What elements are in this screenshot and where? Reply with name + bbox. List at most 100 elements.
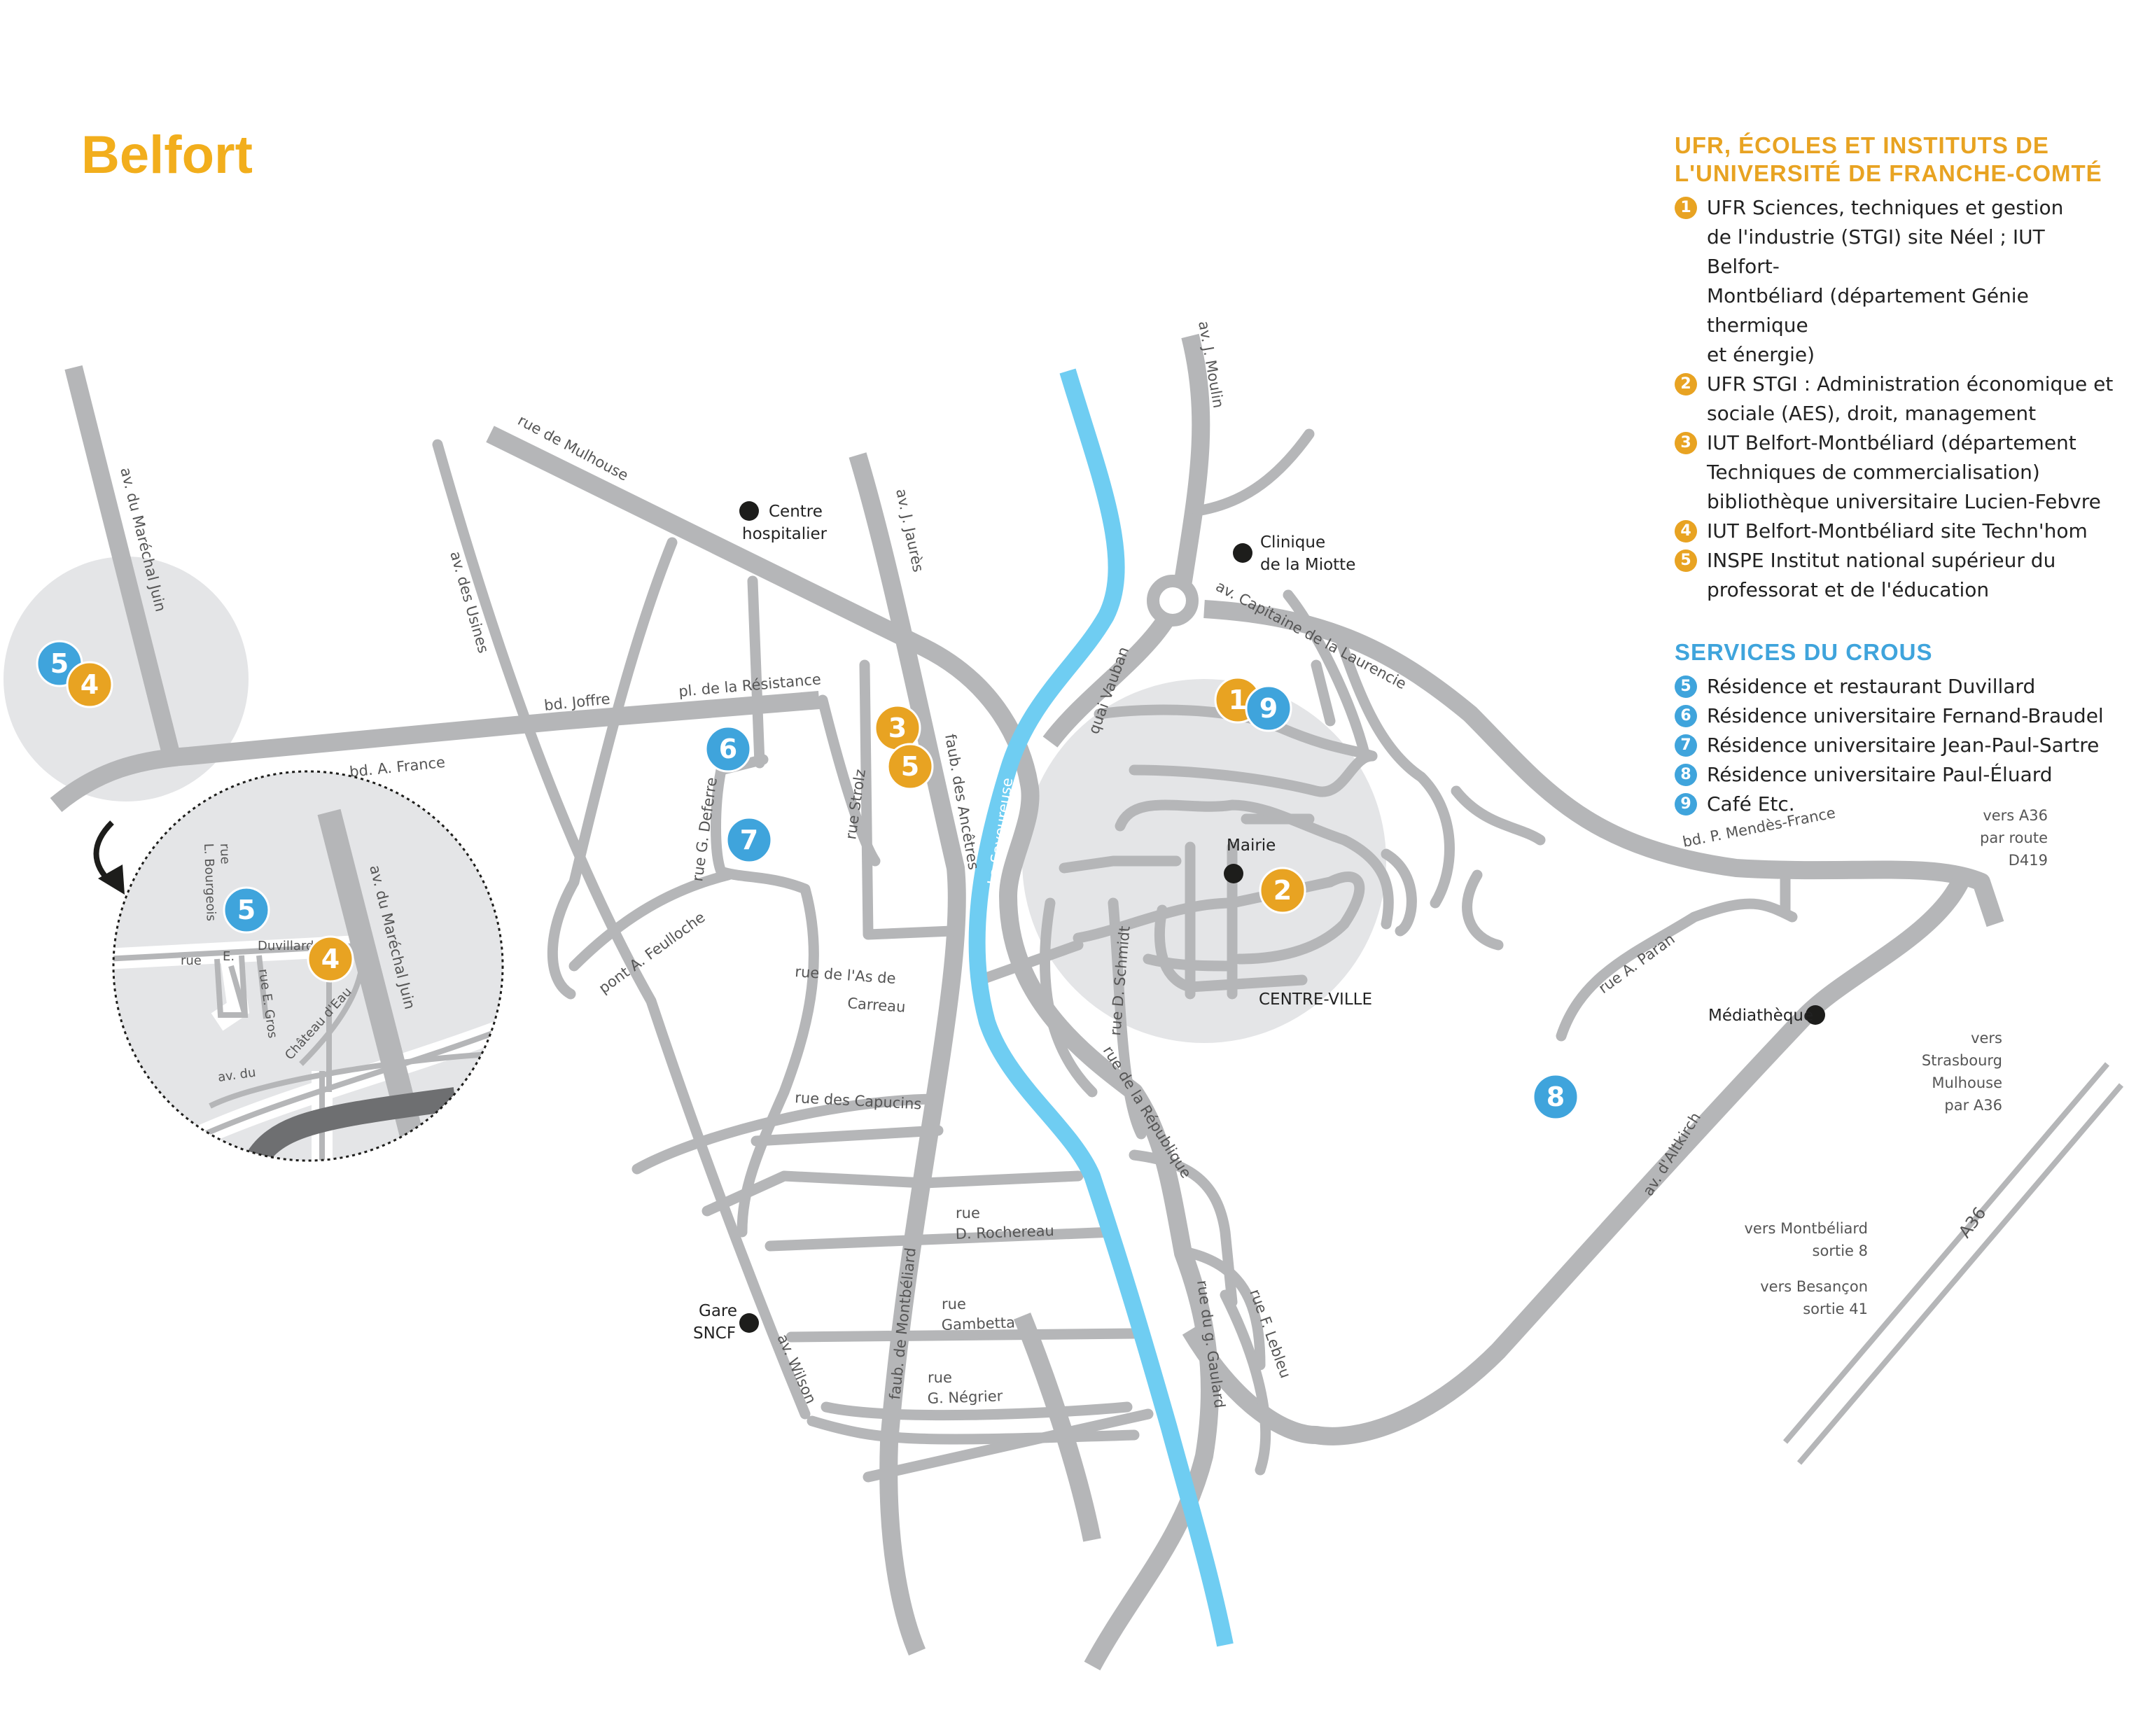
label-centre-hospitalier-2: hospitalier bbox=[742, 525, 828, 543]
inset-arrow-head bbox=[98, 864, 125, 895]
legend-text: Techniques de commercialisation) bbox=[1707, 461, 2040, 484]
inset-e: E. bbox=[223, 949, 235, 964]
marker-number: 5 bbox=[237, 895, 256, 925]
marker-circle bbox=[704, 725, 752, 773]
dir-besancon-1: vers Besançon bbox=[1760, 1278, 1868, 1295]
marker-number: 6 bbox=[719, 734, 737, 764]
legend-text: Café Etc. bbox=[1707, 792, 1795, 816]
legend-text: IUT Belfort-Montbéliard site Techn'hom bbox=[1707, 519, 2088, 542]
marker-5-ufr: 5 bbox=[886, 743, 934, 790]
a36-motorway bbox=[1782, 1062, 2124, 1465]
label-mediatheque: Médiathèque bbox=[1708, 1007, 1813, 1025]
inset-rue-l1: rue bbox=[217, 843, 232, 864]
ufr-item-1: 1 UFR Sciences, techniques et gestion de l… bbox=[1675, 193, 2123, 370]
legend-number-badge: 9 bbox=[1675, 793, 1697, 816]
marker-number: 5 bbox=[901, 751, 919, 782]
legend-number-badge: 3 bbox=[1675, 432, 1697, 454]
legend-text: Résidence universitaire Paul-Éluard bbox=[1707, 763, 2053, 786]
legend-number-badge: 5 bbox=[1675, 550, 1697, 572]
crous-heading: SERVICES DU CROUS bbox=[1675, 639, 1933, 665]
minor-roads bbox=[432, 428, 1798, 1483]
marker-circle bbox=[1245, 685, 1292, 732]
inset-duvillard: Duvillard bbox=[258, 939, 314, 953]
ufr-heading-2: L'UNIVERSITÉ DE FRANCHE-COMTÉ bbox=[1675, 160, 2102, 186]
label-centre-hospitalier-1: Centre bbox=[769, 503, 823, 521]
marker-number: 5 bbox=[50, 648, 69, 679]
street-rue-negrier-1: rue bbox=[928, 1369, 952, 1386]
street-rue-negrier-2: G. Négrier bbox=[927, 1387, 1003, 1407]
street-rue-as-2: Carreau bbox=[847, 995, 907, 1016]
marker-circle bbox=[725, 816, 773, 864]
legend-text: IUT Belfort-Montbéliard (département bbox=[1707, 431, 2076, 454]
crous-item-6: 6 Résidence universitaire Fernand-Braudel bbox=[1675, 701, 2123, 731]
river-savoureuse bbox=[968, 368, 1234, 1647]
dir-besancon-2: sortie 41 bbox=[1803, 1301, 1868, 1317]
marker-number: 2 bbox=[1273, 875, 1292, 906]
legend-number-badge: 6 bbox=[1675, 705, 1697, 727]
label-clinique-2: de la Miotte bbox=[1260, 556, 1355, 574]
street-rue-gambetta-1: rue bbox=[942, 1296, 966, 1312]
ufr-list: 1 UFR Sciences, techniques et gestion de l… bbox=[1675, 193, 2123, 605]
marker-number: 7 bbox=[740, 825, 758, 855]
marker-4-ufr: 4 bbox=[307, 935, 354, 983]
dir-montbeliard-2: sortie 8 bbox=[1813, 1242, 1868, 1259]
dir-a36-3: D419 bbox=[2009, 852, 2048, 869]
mairie-dot bbox=[1224, 864, 1243, 883]
dir-montbeliard-1: vers Montbéliard bbox=[1745, 1220, 1869, 1237]
street-av-jaures: av. J. Jaurès bbox=[893, 487, 927, 573]
street-rue-rochereau-2: D. Rochereau bbox=[955, 1222, 1054, 1242]
marker-number: 3 bbox=[888, 713, 907, 743]
marker-9-crous: 9 bbox=[1245, 685, 1292, 732]
legend-text: Résidence et restaurant Duvillard bbox=[1707, 675, 2036, 698]
gare-dot bbox=[739, 1313, 759, 1333]
marker-circle bbox=[1259, 867, 1306, 914]
legend-number-badge: 1 bbox=[1675, 197, 1697, 219]
legend-text: UFR STGI : Administration économique et bbox=[1707, 372, 2114, 396]
label-centre-ville: CENTRE-VILLE bbox=[1259, 990, 1372, 1009]
legend-text: Montbéliard (département Génie thermique bbox=[1707, 284, 2029, 337]
label-gare-1: Gare bbox=[699, 1302, 737, 1320]
legend-text: de l'industrie (STGI) site Néel ; IUT Be… bbox=[1707, 225, 2045, 278]
place-dots bbox=[739, 501, 1825, 1333]
marker-number: 8 bbox=[1547, 1082, 1565, 1112]
inset-rue: rue bbox=[181, 953, 202, 968]
inset-map: rue L. Bourgeois E. Duvillard rue rue E.… bbox=[112, 770, 504, 1162]
street-rue-rochereau-1: rue bbox=[956, 1205, 980, 1222]
legend-number-badge: 8 bbox=[1675, 764, 1697, 786]
marker-number: 4 bbox=[81, 669, 99, 700]
legend-text: Résidence universitaire Fernand-Braudel bbox=[1707, 704, 2104, 727]
marker-2-ufr: 2 bbox=[1259, 867, 1306, 914]
marker-6-crous: 6 bbox=[704, 725, 752, 773]
legend-number-badge: 7 bbox=[1675, 734, 1697, 757]
page-title: Belfort bbox=[81, 125, 253, 185]
marker-circle bbox=[307, 935, 354, 983]
ufr-item-2: 2 UFR STGI : Administration économique et… bbox=[1675, 370, 2123, 428]
street-rue-gambetta-2: Gambetta bbox=[941, 1314, 1015, 1334]
dir-strasbourg-4: par A36 bbox=[1944, 1097, 2002, 1114]
inset-rue-l2: L. Bourgeois bbox=[201, 843, 218, 921]
marker-circle bbox=[66, 661, 113, 708]
marker-circle bbox=[886, 743, 934, 790]
marker-circle bbox=[1532, 1073, 1579, 1121]
legend-number-badge: 2 bbox=[1675, 373, 1697, 396]
marker-3-ufr: 3 bbox=[874, 704, 921, 752]
street-av-capitaine: av. Capitaine de la Laurencie bbox=[1213, 578, 1409, 692]
marker-circle bbox=[223, 886, 270, 934]
place-labels: Centre hospitalier Clinique de la Miotte… bbox=[693, 503, 1813, 1343]
legend-text: INSPE Institut national supérieur du bbox=[1707, 549, 2056, 572]
crous-item-8: 8 Résidence universitaire Paul-Éluard bbox=[1675, 760, 2123, 790]
ufr-item-4: 4 IUT Belfort-Montbéliard site Techn'hom bbox=[1675, 517, 2123, 546]
ufr-heading-1: UFR, ÉCOLES ET INSTITUTS DE bbox=[1675, 132, 2049, 158]
street-av-altkirch: av. d'Altkirch bbox=[1640, 1110, 1704, 1199]
dir-strasbourg-1: vers bbox=[1971, 1030, 2002, 1046]
legend-text: professorat et de l'éducation bbox=[1707, 578, 1990, 601]
legend-number-badge: 4 bbox=[1675, 520, 1697, 542]
legend-text: UFR Sciences, techniques et gestion bbox=[1707, 196, 2064, 219]
marker-number: 4 bbox=[321, 944, 340, 974]
street-faub-montbeliard: faub. de Montbéliard bbox=[886, 1247, 919, 1400]
